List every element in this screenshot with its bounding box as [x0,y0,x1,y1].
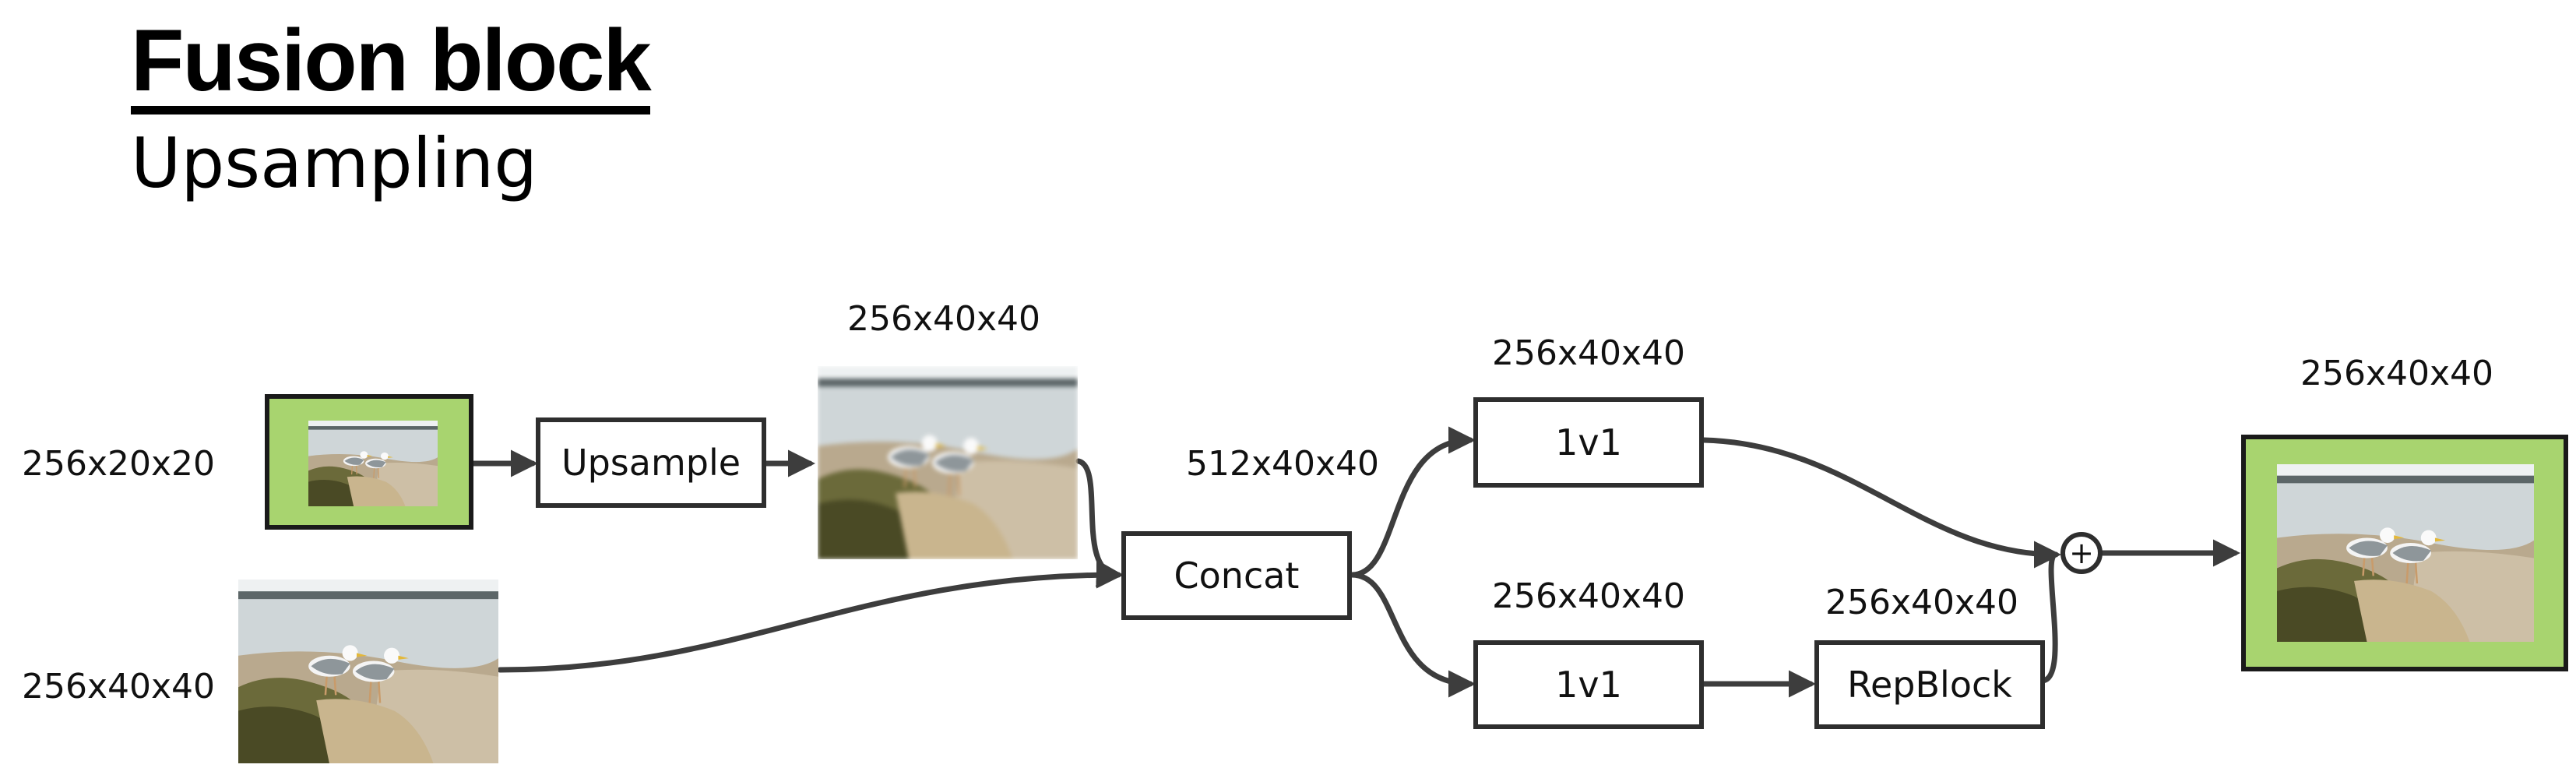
output-frame [2241,435,2568,671]
edge-concat-to-conv-bottom [1349,572,1476,698]
edge-repblock-to-add [2039,551,2059,684]
diagram-title: Fusion block [131,17,652,114]
input-large-dim: 256x40x40 [22,667,216,706]
seagull-image-output [2277,464,2534,642]
repblock-box: RepBlock [1814,640,2045,729]
seagull-image-upsampled [818,366,1078,559]
add-circle [2060,532,2103,574]
input-small-dim: 256x20x20 [22,444,216,484]
edge-conv-top-to-add [1701,437,2061,569]
diagram-subtitle: Upsampling [131,123,538,203]
concat-box: Concat [1121,531,1352,620]
repblock-dim: 256x40x40 [1825,583,2019,622]
plus-icon: + [2069,536,2094,570]
conv-bottom-dim: 256x40x40 [1491,576,1686,616]
input-small-frame [265,394,473,530]
seagull-image-large [238,580,498,763]
edge-large-input-to-concat [497,561,1124,673]
concat-dim: 512x40x40 [1185,444,1380,484]
upsample-box: Upsample [536,417,766,508]
conv-top-box: 1v1 [1473,397,1704,488]
edge-concat-to-conv-top [1349,426,1476,578]
edge-feature-to-concat [1075,458,1124,587]
output-dim: 256x40x40 [2300,354,2494,393]
conv-bottom-box: 1v1 [1473,640,1704,729]
upsampled-dim: 256x40x40 [846,299,1041,339]
seagull-image-small [308,421,438,506]
conv-top-dim: 256x40x40 [1491,333,1686,373]
add-node: + [2060,532,2103,574]
